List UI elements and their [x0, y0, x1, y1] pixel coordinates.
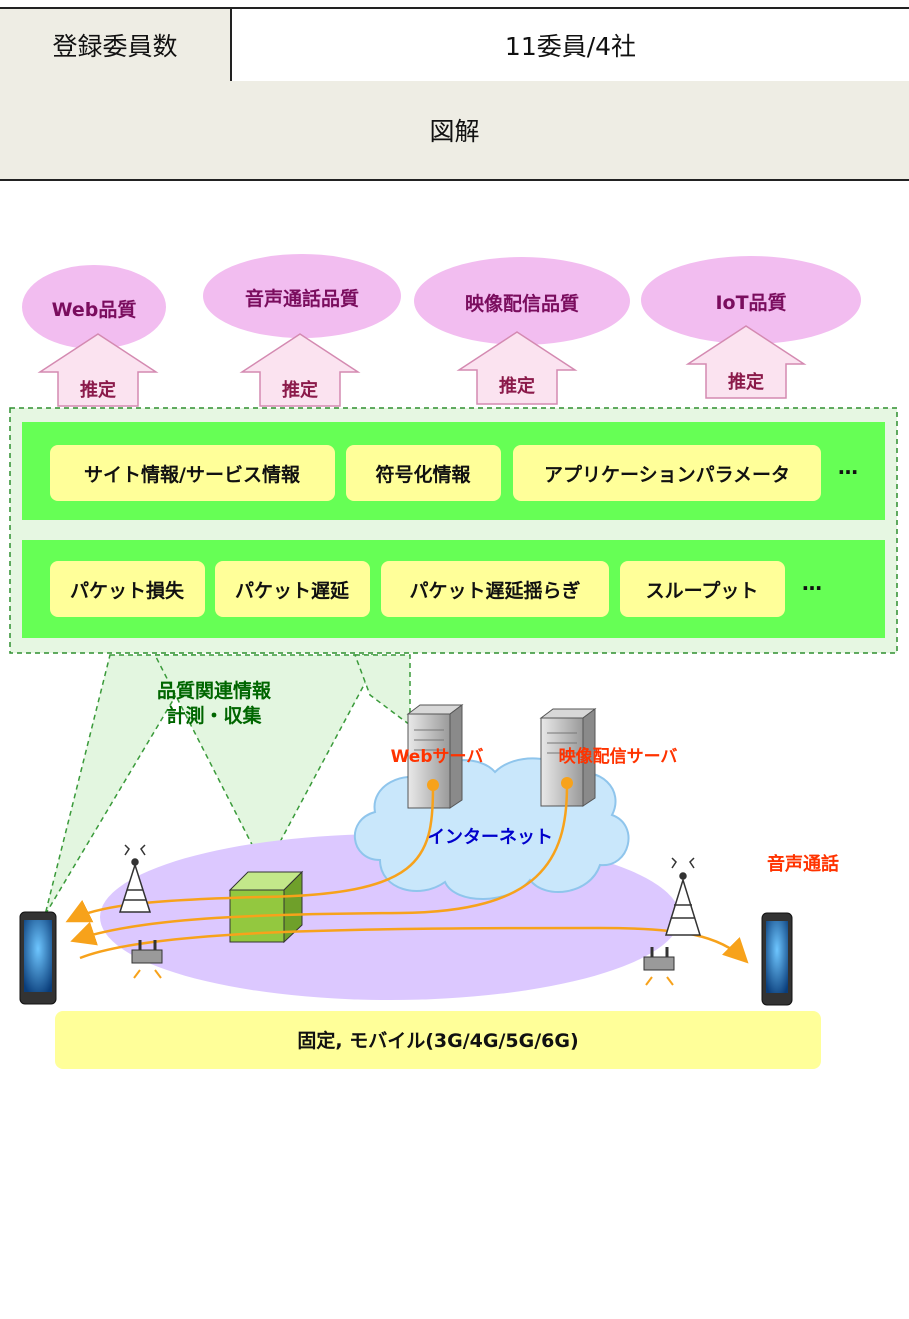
lower-param-box: パケット損失 [50, 561, 205, 617]
estimate-label: 推定 [282, 379, 318, 401]
router-icon [643, 947, 675, 986]
header-row-members: 登録委員数 11委員/4社 [0, 9, 909, 83]
measurement-label-line1: 品質関連情報 [157, 679, 272, 702]
internet-label: インターネット [427, 827, 553, 848]
quality-bubble-voice: 音声通話品質 [203, 254, 401, 338]
web-server-icon [406, 704, 464, 809]
members-label: 登録委員数 [0, 9, 232, 81]
estimate-arrow: 推定 [456, 331, 578, 405]
quality-bubble-label: 音声通話品質 [245, 287, 359, 310]
measurement-cones [44, 654, 411, 916]
estimate-label: 推定 [728, 371, 764, 393]
antenna-tower-icon [664, 857, 702, 936]
lower-param-label: スループット [646, 579, 759, 602]
upper-param-label: アプリケーションパラメータ [544, 463, 790, 486]
lower-param-box: スループット [620, 561, 785, 617]
upper-param-label: サイト情報/サービス情報 [84, 463, 301, 486]
network-label-box [55, 1011, 821, 1069]
estimate-label: 推定 [499, 375, 535, 397]
section-title: 図解 [0, 81, 909, 179]
voice-label: 音声通話 [767, 853, 839, 875]
lower-ellipsis: … [802, 571, 822, 595]
quality-bubble-iot: IoT品質 [641, 256, 861, 344]
video-server-label: 映像配信サーバ [559, 746, 678, 767]
upper-param-box: 符号化情報 [346, 445, 501, 501]
network-label: 固定, モバイル(3G/4G/5G/6G) [297, 1029, 578, 1052]
video-server-icon [539, 708, 597, 807]
upper-param-box: サイト情報/サービス情報 [50, 445, 335, 501]
web-server-label: Webサーバ [391, 747, 484, 767]
quality-bubble-label: Web品質 [52, 298, 137, 321]
estimate-arrow: 推定 [37, 333, 159, 407]
estimate-arrow: 推定 [239, 333, 361, 407]
smartphone-icon-right [761, 912, 793, 1006]
quality-bubble-web: Web品質 [22, 265, 166, 349]
members-value: 11委員/4社 [232, 9, 909, 81]
smartphone-icon-left [19, 911, 57, 1005]
quality-bubble-label: 映像配信品質 [465, 292, 579, 315]
lower-param-label: パケット遅延揺らぎ [409, 579, 580, 602]
header-table: 登録委員数 11委員/4社 図解 [0, 7, 909, 181]
lower-param-label: パケット損失 [70, 579, 185, 602]
estimate-arrow: 推定 [685, 325, 807, 399]
lower-param-box: パケット遅延揺らぎ [381, 561, 609, 617]
lower-param-box: パケット遅延 [215, 561, 370, 617]
estimate-label: 推定 [80, 379, 116, 401]
quality-bubble-label: IoT品質 [715, 291, 786, 314]
router-icon [131, 940, 163, 979]
lower-param-label: パケット遅延 [235, 580, 350, 602]
quality-bubble-video: 映像配信品質 [414, 257, 630, 345]
upper-param-box: アプリケーションパラメータ [513, 445, 821, 501]
antenna-tower-icon [118, 844, 152, 913]
measurement-label-line2: 計測・収集 [166, 704, 262, 727]
upper-ellipsis: … [838, 455, 858, 479]
upper-param-label: 符号化情報 [375, 463, 471, 486]
